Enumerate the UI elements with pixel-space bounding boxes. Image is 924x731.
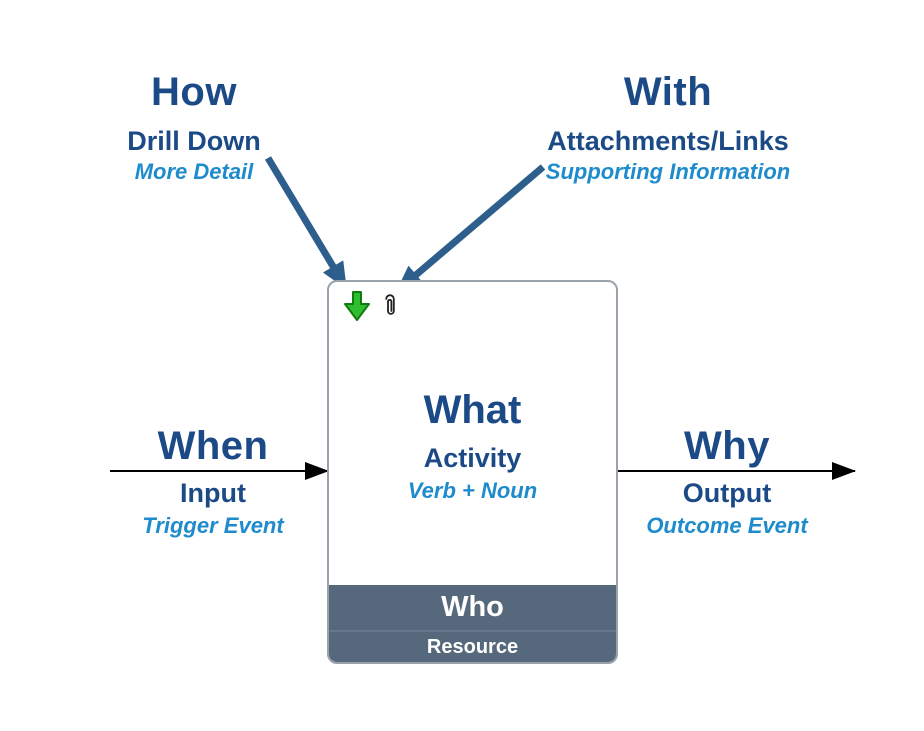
paperclip-icon[interactable]: [380, 290, 400, 320]
who-subtitle: Resource: [329, 630, 616, 662]
what-hint: Verb + Noun: [407, 478, 538, 503]
who-title: Who: [441, 591, 504, 623]
when-label-group: When Input Trigger Event: [83, 424, 343, 540]
how-pointer-arrow: [264, 156, 350, 290]
drill-down-arrow-icon[interactable]: [343, 290, 371, 322]
who-resource-band: Who Resource: [329, 585, 616, 662]
with-title: With: [623, 70, 713, 114]
why-subtitle: Output: [682, 478, 772, 508]
with-pointer-arrow: [394, 164, 546, 294]
when-subtitle: Input: [180, 478, 246, 508]
why-hint: Outcome Event: [646, 513, 808, 538]
how-title: How: [151, 70, 237, 114]
what-title: What: [423, 388, 522, 432]
with-label-group: With Attachments/Links Supporting Inform…: [507, 70, 829, 186]
with-subtitle: Attachments/Links: [547, 126, 789, 156]
what-subtitle: Activity: [423, 443, 522, 473]
how-label-group: How Drill Down More Detail: [64, 70, 324, 186]
what-block: What Activity Verb + Noun: [329, 386, 616, 506]
why-title: Why: [684, 424, 770, 468]
when-title: When: [157, 424, 269, 468]
how-hint: More Detail: [134, 159, 254, 184]
how-subtitle: Drill Down: [127, 126, 261, 156]
when-hint: Trigger Event: [142, 513, 284, 538]
activity-box-icons: [343, 290, 400, 322]
why-label-group: Why Output Outcome Event: [597, 424, 857, 540]
with-hint: Supporting Information: [545, 159, 791, 184]
activity-box: What Activity Verb + Noun Who Resource: [327, 280, 618, 664]
